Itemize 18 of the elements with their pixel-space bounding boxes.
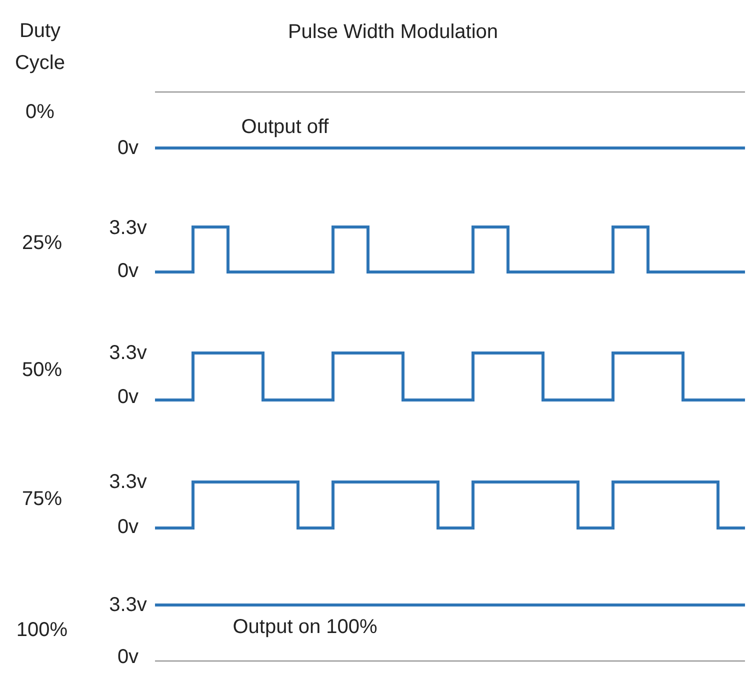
signal-note: Output on 100% — [232, 615, 378, 639]
duty-cycle-value: 25% — [22, 231, 62, 255]
voltage-level-label: 3.3v — [109, 216, 147, 240]
signal-note: Output off — [241, 115, 329, 139]
voltage-level-label: 0v — [117, 515, 139, 539]
voltage-level-label: 0v — [117, 385, 139, 409]
voltage-level-label: 3.3v — [109, 593, 147, 617]
duty-cycle-value: 100% — [16, 618, 68, 642]
voltage-level-label: 0v — [117, 136, 139, 160]
voltage-level-label: 3.3v — [109, 470, 147, 494]
duty-cycle-value: 0% — [26, 100, 54, 124]
duty-cycle-value: 50% — [22, 358, 62, 382]
voltage-level-label: 0v — [117, 645, 139, 669]
voltage-level-label: 0v — [117, 259, 139, 283]
duty-cycle-value: 75% — [22, 487, 62, 511]
voltage-level-label: 3.3v — [109, 341, 147, 365]
chart-title: Pulse Width Modulation — [288, 20, 498, 44]
duty-cycle-heading: Duty Cycle — [14, 19, 66, 76]
